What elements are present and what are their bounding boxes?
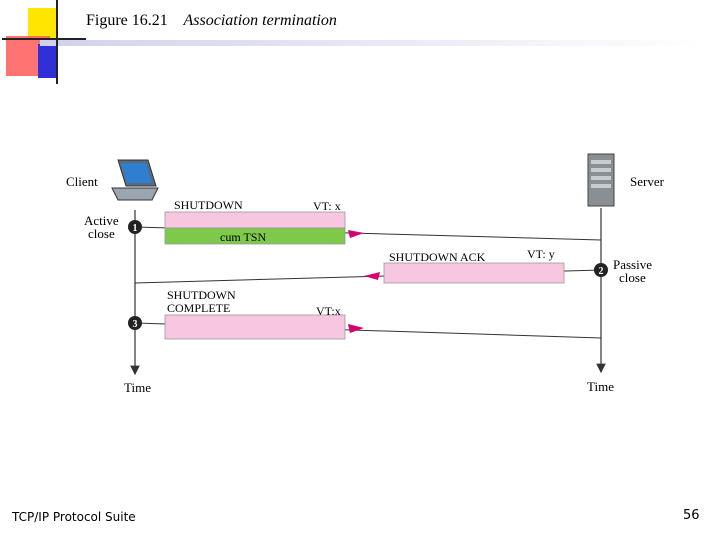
server-label: Server bbox=[630, 174, 665, 189]
laptop-icon bbox=[111, 159, 159, 201]
page-number: 56 bbox=[683, 508, 700, 523]
shutdown-ack-arrowhead bbox=[364, 272, 380, 280]
shutdown-ack-chunk: SHUTDOWN ACK VT: y bbox=[364, 247, 565, 284]
passive-close-label-2: close bbox=[619, 270, 646, 285]
decor-horizontal-line bbox=[2, 38, 86, 40]
shutdown-vt-label: VT: x bbox=[313, 199, 341, 213]
cum-tsn-label: cum TSN bbox=[220, 230, 266, 244]
shutdown-arrowhead bbox=[348, 230, 364, 238]
shutdown-label: SHUTDOWN bbox=[174, 198, 243, 212]
footer-course-title: TCP/IP Protocol Suite bbox=[12, 510, 136, 524]
decor-blue-block bbox=[38, 44, 58, 78]
shutdown-complete-chunk: SHUTDOWN COMPLETE VT:x bbox=[164, 288, 364, 340]
shutdown-chunk: SHUTDOWN VT: x cum TSN bbox=[164, 198, 364, 245]
server-icon bbox=[587, 153, 615, 207]
active-close-label-1: Active bbox=[84, 213, 119, 228]
shutdown-complete-arrowhead bbox=[348, 324, 364, 333]
decor-yellow-block bbox=[28, 8, 56, 38]
step-marker-2: 2 bbox=[594, 263, 608, 277]
decor-fade-bar bbox=[40, 40, 700, 46]
step-marker-3: 3 bbox=[128, 316, 142, 330]
client-label: Client bbox=[66, 174, 98, 189]
active-close-label-2: close bbox=[88, 226, 115, 241]
figure-title: Figure 16.21 Association termination bbox=[86, 12, 337, 30]
step-1-number: 1 bbox=[133, 223, 138, 234]
figure-caption: Association termination bbox=[183, 12, 337, 29]
shutdown-complete-vt-label: VT:x bbox=[316, 304, 341, 318]
figure-number: Figure 16.21 bbox=[86, 12, 168, 29]
shutdown-complete-label-2: COMPLETE bbox=[167, 301, 230, 315]
server-time-label: Time bbox=[587, 379, 614, 394]
shutdown-complete-label-1: SHUTDOWN bbox=[167, 288, 236, 302]
shutdown-ack-vt-label: VT: y bbox=[527, 247, 555, 261]
step-marker-1: 1 bbox=[128, 220, 142, 234]
client-time-label: Time bbox=[124, 380, 151, 395]
step-2-number: 2 bbox=[599, 266, 604, 277]
step-3-number: 3 bbox=[133, 319, 138, 330]
decor-vertical-line bbox=[56, 0, 58, 84]
shutdown-ack-label: SHUTDOWN ACK bbox=[389, 250, 486, 264]
passive-close-label-1: Passive bbox=[613, 257, 652, 272]
